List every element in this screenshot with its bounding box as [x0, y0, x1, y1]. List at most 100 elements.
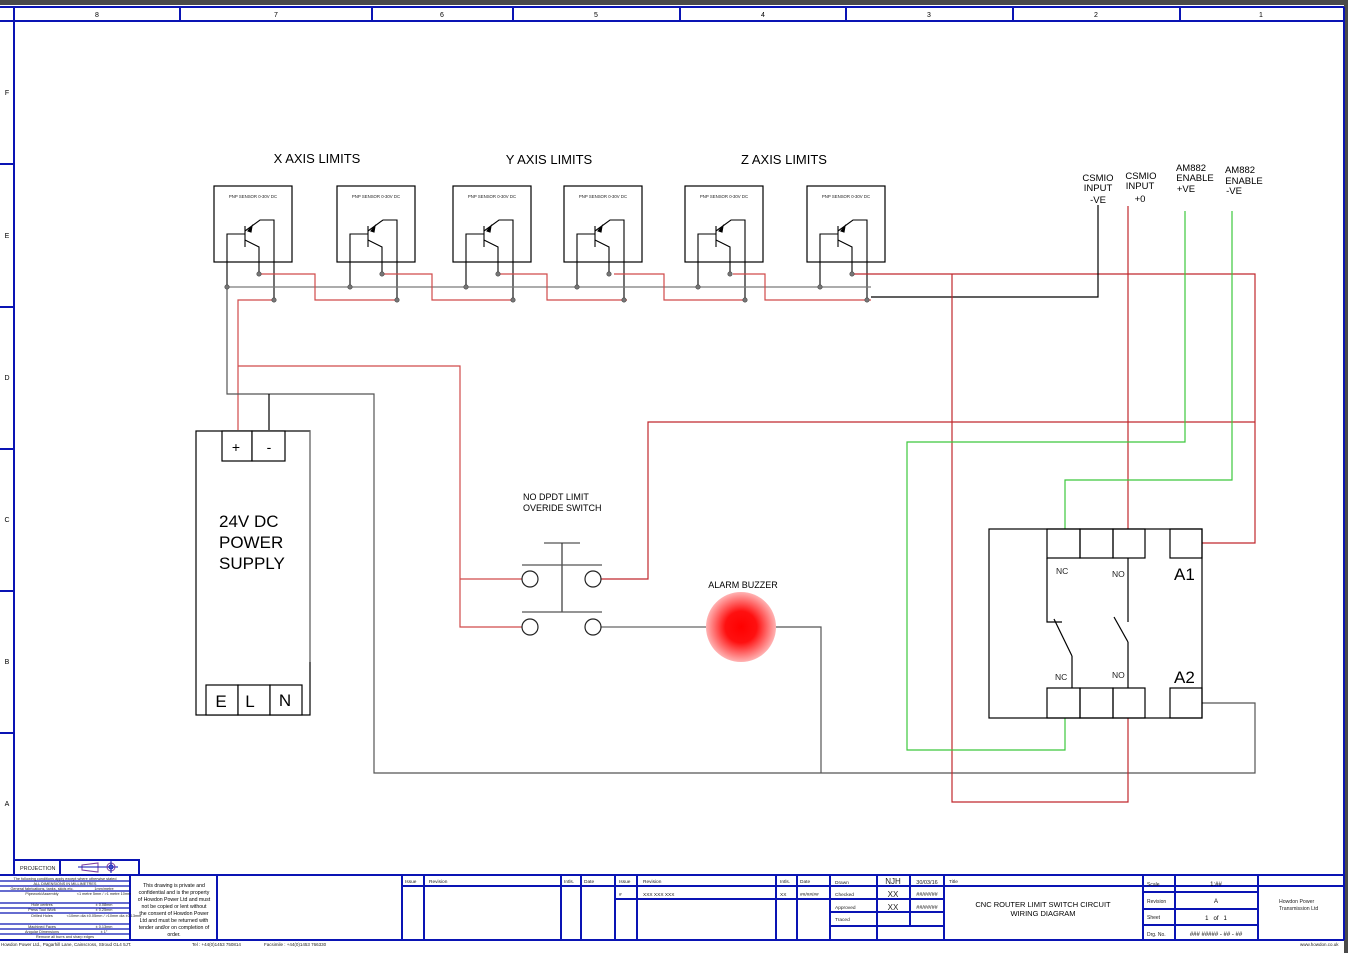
- dpdt-override-switch[interactable]: [521, 542, 602, 636]
- pnp-sensor: PNP SENSOR 0-30V DC: [684, 185, 764, 300]
- row-label: B: [5, 659, 10, 666]
- condition-value: ± 0.13mm: [96, 925, 113, 929]
- rev-header-date-2: Date: [800, 879, 810, 885]
- power-supply-title-l1: 24V DC: [219, 512, 279, 531]
- confidential-line: of Howdon Power Ltd and must: [138, 897, 211, 903]
- scale-label: Scale: [1147, 882, 1160, 888]
- sensor-label: PNP SENSOR 0-30V DC: [700, 194, 748, 199]
- terminal-dot: [510, 297, 516, 303]
- terminal-positive: +: [232, 439, 240, 455]
- buzzer-return-wire: [775, 626, 822, 773]
- transistor-icon: [697, 219, 746, 300]
- relay-no-top-label: NO: [1112, 569, 1125, 579]
- terminal-dot: [817, 284, 823, 290]
- terminal-dot: [463, 284, 469, 290]
- csmio-neg-label-l3: -VE: [1090, 195, 1106, 206]
- condition-text: Remove all burrs and sharp edges: [36, 935, 94, 939]
- red-chain-wire: [498, 273, 627, 301]
- enable-negative-wire: [1064, 211, 1233, 529]
- csmio-negative-wire: [871, 205, 1099, 298]
- rev-row-issue: #: [619, 892, 622, 898]
- terminal-dot: [394, 297, 400, 303]
- relay-no-return-wire: [951, 274, 1129, 803]
- sensor-label: PNP SENSOR 0-30V DC: [822, 194, 870, 199]
- confidential-line: tender and/or on completion of: [139, 925, 210, 931]
- sensor-label: PNP SENSOR 0-30V DC: [468, 194, 516, 199]
- column-label: 3: [927, 12, 931, 19]
- sensor-label: PNP SENSOR 0-30V DC: [579, 194, 627, 199]
- row-label: D: [4, 375, 9, 382]
- am882-pos-label-l3: +VE: [1177, 184, 1195, 195]
- relay-nc-bottom-label: NC: [1055, 672, 1067, 682]
- condition-label: Angular Dimensions: [25, 930, 59, 934]
- am882-pos-label-l2: ENABLE: [1176, 173, 1214, 184]
- rev-header-intls: Intls.: [564, 879, 574, 885]
- y-axis-limits-label: Y AXIS LIMITS: [506, 152, 593, 167]
- scale-value: 1:##: [1210, 882, 1222, 888]
- column-label: 8: [95, 12, 99, 19]
- company-name-l1: Howdon Power: [1279, 899, 1314, 905]
- power-supply-title-l3: SUPPLY: [219, 554, 285, 573]
- transistor-icon: [465, 219, 514, 300]
- column-label: 4: [761, 12, 765, 19]
- csmio-neg-label-l1: CSMIO: [1082, 173, 1113, 184]
- x-axis-limits-label: X AXIS LIMITS: [274, 151, 361, 166]
- terminal-earth: E: [215, 692, 226, 711]
- condition-value: <1 metre 5mm / >1 metre 10mm: [77, 892, 131, 896]
- condition-label: Drilled Holes: [31, 914, 53, 918]
- checked-label: Checked: [835, 892, 854, 898]
- approved-initials: XX: [888, 903, 899, 912]
- drawn-label: Drawn: [835, 880, 849, 886]
- confidential-line: the consent of Howdon Power: [139, 911, 208, 917]
- confidential-line: This drawing is private and: [143, 883, 205, 889]
- switch-label-l1: NO DPDT LIMIT: [523, 492, 589, 502]
- column-label: 2: [1094, 12, 1098, 19]
- terminal-live: L: [245, 692, 254, 711]
- pnp-sensor: PNP SENSOR 0-30V DC: [336, 185, 416, 300]
- rev-row-date: ##/##/##: [800, 892, 819, 898]
- power-supply-title-l2: POWER: [219, 533, 283, 552]
- supply-positive-wire: [237, 299, 276, 430]
- projection-symbol-icon: [78, 861, 118, 873]
- condition-label: Pipework/Assembly: [25, 892, 58, 896]
- am882-neg-label-l1: AM882: [1225, 165, 1255, 176]
- relay-a1-label: A1: [1174, 565, 1195, 584]
- condition-label: Machined Faces: [28, 925, 56, 929]
- relay: [988, 528, 1203, 719]
- drg-no-label: Drg. No.: [1147, 932, 1166, 938]
- sensor-group: PNP SENSOR 0-30V DC PNP SENSOR 0-30V DC PN…: [213, 185, 886, 300]
- condition-label: Hole centres: [31, 903, 52, 907]
- terminal-dot: [224, 284, 230, 290]
- sheet-value: 1 of 1: [1205, 916, 1227, 922]
- confidential-line: Ltd and must be returned with: [140, 918, 209, 924]
- red-chain-wire: [259, 273, 399, 301]
- sensor-label: PNP SENSOR 0-30V DC: [229, 194, 277, 199]
- terminal-dot: [864, 297, 870, 303]
- relay-no-bottom-label: NO: [1112, 670, 1125, 680]
- terminal-dot: [495, 271, 501, 277]
- confidential-line: not be copied or lent without: [142, 904, 207, 910]
- window-top-edge: [0, 0, 1348, 5]
- terminal-dot: [606, 271, 612, 277]
- rev-header-revision-2: Revision: [643, 879, 662, 885]
- column-label: 1: [1259, 12, 1263, 19]
- red-chain-wire: [383, 273, 515, 301]
- conditions-table: The following conditions apply except wh…: [10, 877, 141, 939]
- row-label: F: [5, 90, 9, 97]
- terminal-dot: [379, 271, 385, 277]
- drg-no-value: ### ##### - ## - ##: [1190, 932, 1243, 938]
- switch-feed-wire: [238, 365, 522, 628]
- rev-row-intls: XX: [780, 892, 787, 898]
- condition-label: Press Tool Work: [28, 908, 56, 912]
- checked-initials: XX: [888, 890, 899, 899]
- revision-label: Revision: [1147, 899, 1166, 905]
- terminal-dot: [727, 271, 733, 277]
- sheet-label: Sheet: [1147, 915, 1161, 921]
- transistor-icon: [819, 219, 868, 300]
- approved-label: Approved: [835, 905, 856, 911]
- rev-header-revision: Revision: [429, 879, 448, 885]
- drawn-date: 30/03/16: [916, 880, 937, 886]
- pnp-sensor: PNP SENSOR 0-30V DC: [563, 185, 643, 300]
- switch-return-wire: [594, 421, 1255, 580]
